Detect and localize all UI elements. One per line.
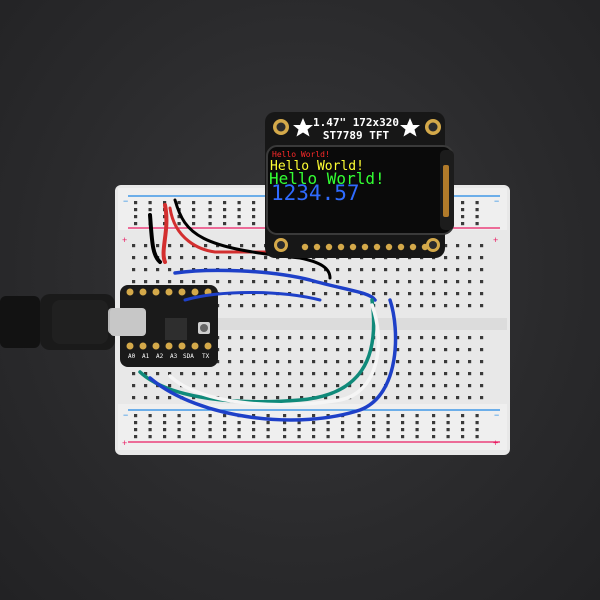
star-logo-right-icon: [400, 118, 420, 137]
screen-line-2: Hello World!: [270, 159, 364, 174]
screen-line-1: Hello World!: [272, 150, 330, 159]
blue-wire-bottom: [148, 298, 398, 422]
svg-text:−: −: [123, 196, 128, 206]
pin-label-a0: A0: [128, 353, 136, 360]
usb-c-port: [110, 308, 146, 336]
svg-text:+: +: [493, 438, 498, 448]
svg-text:−: −: [123, 410, 128, 420]
pin-label-a1: A1: [142, 353, 150, 360]
white-wire: [168, 303, 381, 407]
pin-label-a2: A2: [156, 353, 164, 360]
display-header-pins: [301, 243, 429, 251]
svg-text:−: −: [494, 196, 499, 206]
wires-back: [148, 198, 332, 280]
mcu-pins: [126, 288, 212, 350]
svg-text:+: +: [122, 235, 127, 245]
mcu-chip: [165, 318, 187, 340]
display-driver-label: ST7789 TFT: [323, 129, 390, 142]
svg-text:+: +: [122, 438, 127, 448]
microcontroller-board: A0 A1 A2 A3 SDA TX: [110, 285, 218, 367]
blue-wire-top: [173, 268, 377, 302]
pin-label-sda: SDA: [183, 353, 194, 360]
flex-cable: [443, 165, 449, 217]
pin-label-a3: A3: [170, 353, 178, 360]
tft-display-board: 1.47" 172x320 ST7789 TFT: [265, 112, 454, 258]
star-logo-left-icon: [293, 118, 313, 137]
pin-label-tx: TX: [202, 353, 210, 360]
display-header-label: 1.47" 172x320: [313, 116, 399, 129]
teal-wire: [138, 298, 376, 404]
wires-front: [138, 268, 398, 422]
svg-text:−: −: [494, 410, 499, 420]
svg-text:+: +: [493, 235, 498, 245]
screen-line-4: 1234.57: [271, 181, 360, 205]
screen-line-3: Hello World!: [269, 169, 385, 188]
